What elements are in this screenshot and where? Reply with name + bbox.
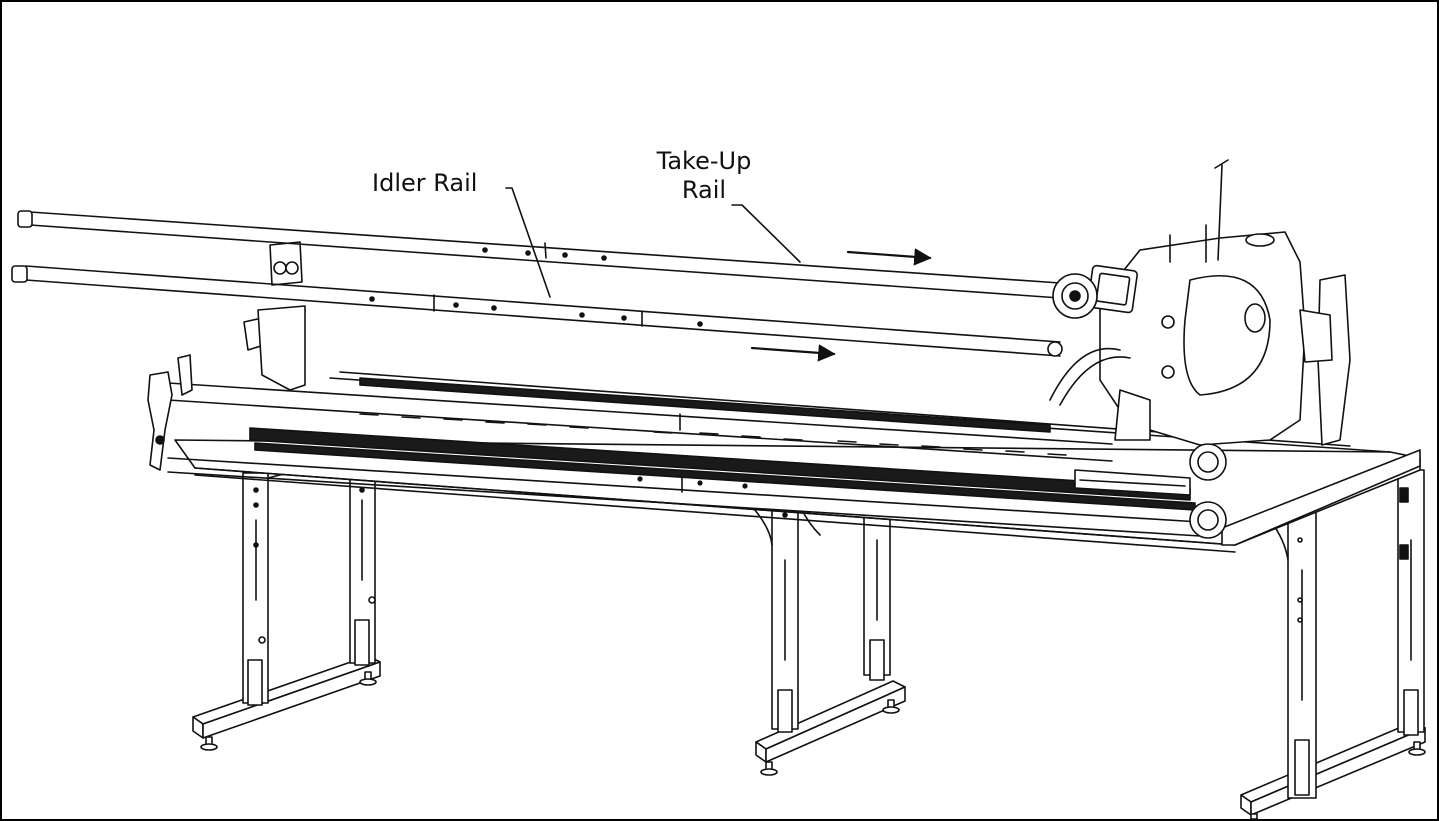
take-up-rail-direction-arrow bbox=[846, 248, 932, 266]
take-up-rail-leader-line bbox=[731, 204, 801, 263]
idler-rail-direction-arrow bbox=[750, 344, 836, 362]
idler-rail-label: Idler Rail bbox=[372, 169, 478, 197]
front-rail-upper bbox=[167, 382, 1113, 462]
right-front-leg bbox=[1287, 507, 1317, 799]
take-up-rail-label-line2: Rail bbox=[681, 176, 727, 204]
right-rear-leg bbox=[1397, 469, 1425, 736]
left-leg-base bbox=[192, 655, 381, 751]
quilting-machine bbox=[1049, 159, 1306, 446]
right-rail-brackets bbox=[1074, 274, 1351, 539]
left-rear-leg bbox=[349, 462, 376, 666]
middle-front-leg bbox=[771, 496, 799, 733]
take-up-rail-label: Take-Up Rail bbox=[644, 147, 764, 205]
front-rail-lower bbox=[167, 457, 1201, 537]
idler-rail bbox=[11, 265, 1063, 357]
fabric-bands bbox=[249, 377, 1196, 511]
idler-rail-leader-line bbox=[505, 187, 551, 298]
middle-leg-base bbox=[755, 680, 906, 776]
take-up-rail-label-line1: Take-Up bbox=[656, 147, 752, 175]
left-front-leg bbox=[242, 472, 269, 706]
take-up-rail bbox=[17, 210, 1061, 299]
left-rail-brackets bbox=[147, 241, 306, 471]
right-leg-base bbox=[1240, 721, 1426, 820]
